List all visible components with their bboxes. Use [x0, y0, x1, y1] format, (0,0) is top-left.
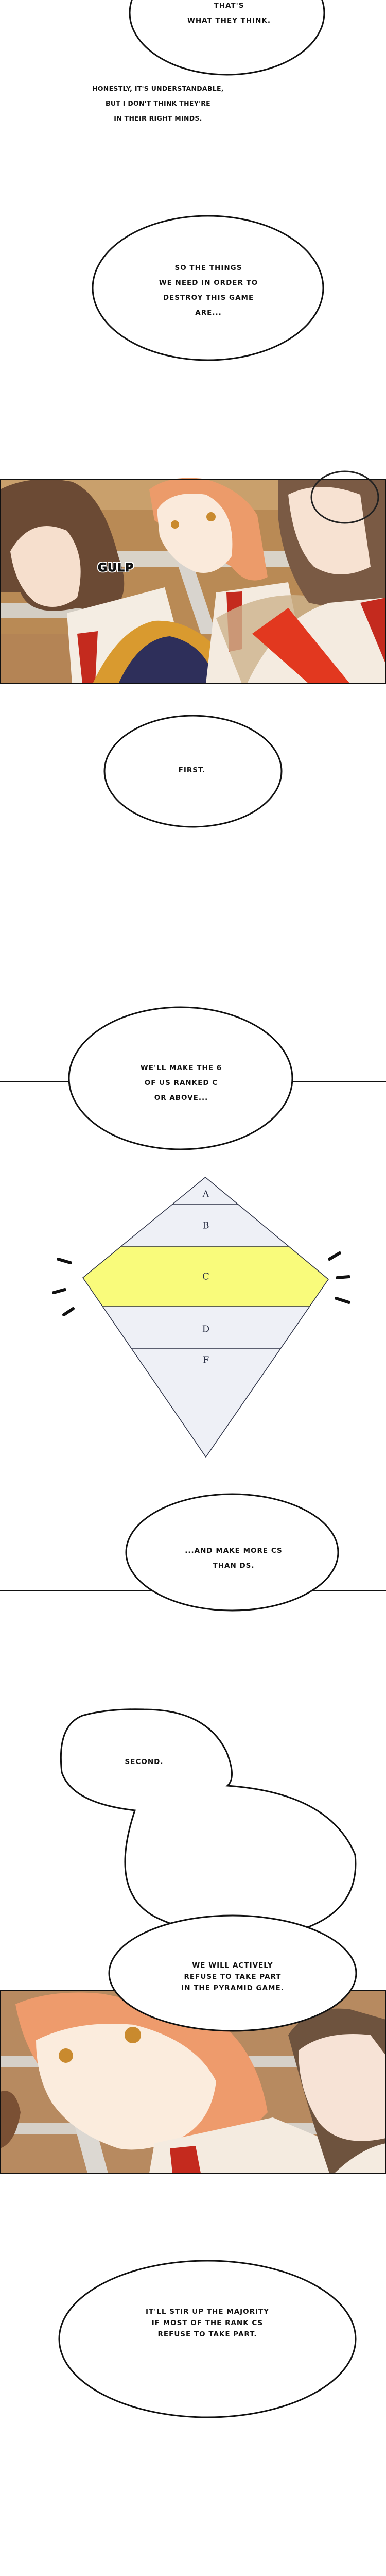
panel-2-artwork — [0, 1990, 386, 2174]
text-line: FIRST. — [178, 766, 206, 774]
bubble-4-text: WE'LL MAKE THE 6 OF US RANKED C OR ABOVE… — [141, 1061, 222, 1106]
text-line: SECOND. — [125, 1758, 164, 1766]
bubble-6-text: SECOND. — [125, 1755, 164, 1770]
speech-bubble-7 — [108, 1914, 357, 2032]
text-line: ARE... — [195, 309, 222, 317]
text-line: THAT'S — [214, 2, 244, 10]
speech-bubble-8 — [58, 2260, 357, 2418]
text-line: REFUSE TO TAKE PART. — [157, 2330, 257, 2338]
tier-label-a: A — [202, 1189, 209, 1200]
bubble-1-text: THAT'S WHAT THEY THINK. — [187, 0, 271, 28]
sfx-gulp: GULP — [97, 562, 134, 575]
text-line: WE'LL MAKE THE 6 — [140, 1064, 222, 1072]
emphasis-marks — [52, 1251, 350, 1316]
narration-text: HONESTLY, IT'S UNDERSTANDABLE, BUT I DON… — [92, 81, 224, 126]
text-line: IT'LL STIR UP THE MAJORITY — [145, 2308, 270, 2316]
speech-bubble-5 — [125, 1493, 339, 1612]
speech-bubble-3 — [103, 715, 283, 828]
rank-pyramid-diagram — [52, 1177, 350, 1458]
text-line: HONESTLY, IT'S UNDERSTANDABLE, — [92, 84, 224, 92]
text-line: IN THE PYRAMID GAME. — [181, 1984, 284, 1992]
bubble-2-text: SO THE THINGS WE NEED IN ORDER TO DESTRO… — [159, 261, 258, 320]
bubble-3-text: FIRST. — [179, 763, 206, 778]
speech-bubble-6-7 — [60, 1708, 357, 1936]
tier-label-f: F — [202, 1354, 209, 1366]
tier-label-b: B — [202, 1220, 209, 1231]
bubble-5-text: ...AND MAKE MORE CS THAN DS. — [185, 1544, 282, 1573]
text-line: THAN DS. — [213, 1562, 255, 1570]
speech-bubble-2 — [92, 215, 324, 361]
text-line: IF MOST OF THE RANK CS — [151, 2319, 264, 2327]
text-line: DESTROY THIS GAME — [163, 294, 254, 302]
tier-c-highlight — [83, 1246, 328, 1307]
text-line: REFUSE TO TAKE PART — [184, 1973, 282, 1981]
speech-bubble-4 — [68, 1006, 293, 1150]
bubble-7-text: WE WILL ACTIVELY REFUSE TO TAKE PART IN … — [181, 1960, 284, 1994]
text-line: WE NEED IN ORDER TO — [159, 279, 258, 287]
text-line: OR ABOVE... — [154, 1094, 208, 1102]
text-line: WE WILL ACTIVELY — [192, 1961, 273, 1970]
tier-label-c: C — [202, 1271, 209, 1282]
text-line: OF US RANKED C — [144, 1079, 218, 1087]
text-line: WHAT THEY THINK. — [187, 16, 271, 25]
text-line: IN THEIR RIGHT MINDS. — [114, 114, 202, 122]
speech-bubble-1 — [129, 0, 325, 76]
text-line: BUT I DON'T THINK THEY'RE — [106, 99, 210, 107]
text-line: ...AND MAKE MORE CS — [185, 1547, 283, 1555]
panel-1-artwork — [0, 470, 386, 684]
bubble-8-text: IT'LL STIR UP THE MAJORITY IF MOST OF TH… — [146, 2306, 269, 2340]
text-line: SO THE THINGS — [174, 264, 242, 272]
tier-label-d: D — [202, 1324, 210, 1335]
